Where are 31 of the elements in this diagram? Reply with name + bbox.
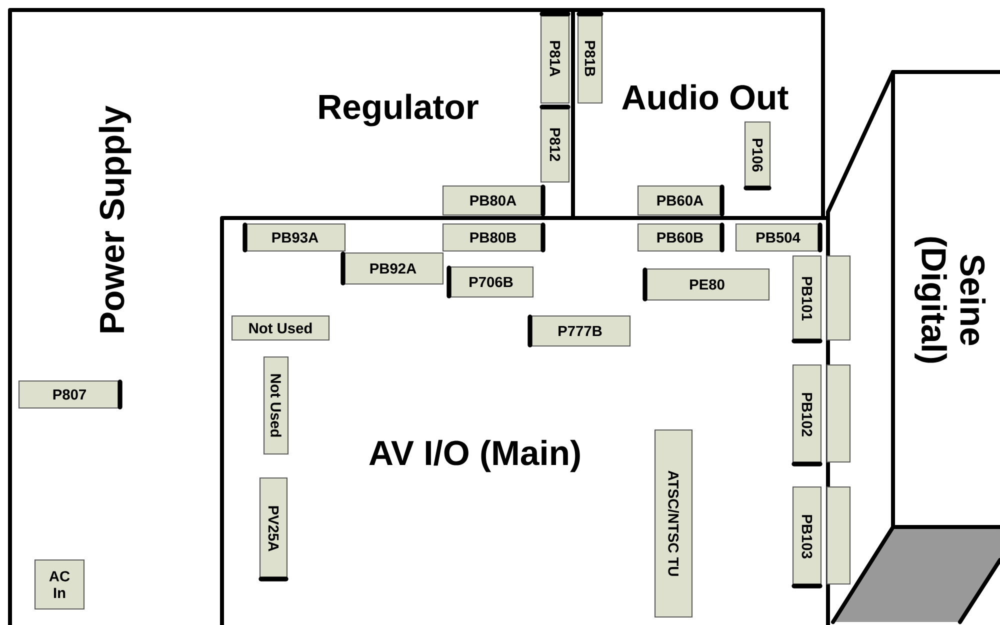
board-label: AV I/O (Main) — [369, 440, 580, 472]
connector-box: PB102 — [792, 364, 822, 466]
blank-box — [826, 255, 851, 341]
board-label: Power Supply — [98, 106, 132, 332]
connector-box: Not Used — [231, 315, 330, 341]
connector-box: P777B — [528, 314, 631, 348]
connector-box: PB101 — [792, 255, 822, 344]
connector-box: P812 — [540, 104, 570, 183]
connector-box: P706B — [446, 266, 534, 298]
connector-box: P106 — [744, 121, 772, 190]
connector-box: PB92A — [340, 252, 444, 286]
connector-box: PB80B — [442, 222, 546, 252]
connector-box: PB504 — [735, 222, 822, 252]
connector-box: AC In — [34, 559, 85, 610]
board-label: Regulator — [319, 94, 478, 126]
connector-box: PE80 — [642, 268, 770, 302]
blank-box — [826, 364, 851, 463]
board-label: Audio Out — [622, 84, 788, 110]
connector-box: ATSC/NTSC TU — [654, 429, 693, 618]
connector-box: P807 — [18, 380, 122, 410]
connector-box: Not Used — [263, 356, 289, 455]
connector-box: PV25A — [258, 477, 288, 582]
connector-box: P81A — [540, 12, 570, 104]
blank-box — [826, 486, 851, 585]
board-label: Seine (Digital) — [914, 237, 986, 363]
connector-box: PB60A — [637, 184, 724, 216]
connector-box: PB93A — [242, 222, 346, 252]
connector-box: PB80A — [442, 184, 546, 216]
connector-box: PB103 — [792, 486, 822, 588]
connector-box: PB60B — [637, 222, 724, 252]
connector-box: P81B — [576, 12, 604, 104]
